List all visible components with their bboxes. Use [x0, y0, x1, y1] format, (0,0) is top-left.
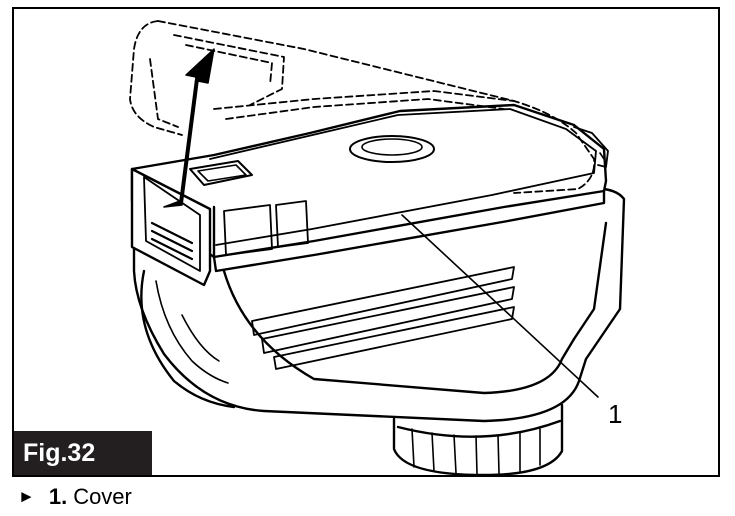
cover-part [130, 103, 609, 287]
figure-label: Fig.32 [14, 431, 152, 475]
callout-number: 1 [608, 399, 623, 429]
legend: ► 1. Cover [18, 482, 132, 512]
cover-removal-illustration [129, 20, 626, 475]
callout-leader-line [401, 214, 599, 398]
legend-item-text: Cover [73, 484, 132, 509]
figure-frame: 1 Fig.32 [12, 7, 720, 477]
right-pointing-triangle-icon: ► [18, 487, 35, 506]
up-arrow-icon [163, 48, 215, 208]
cover-ghost-outline [129, 20, 596, 194]
legend-item-number: 1. [48, 484, 68, 509]
